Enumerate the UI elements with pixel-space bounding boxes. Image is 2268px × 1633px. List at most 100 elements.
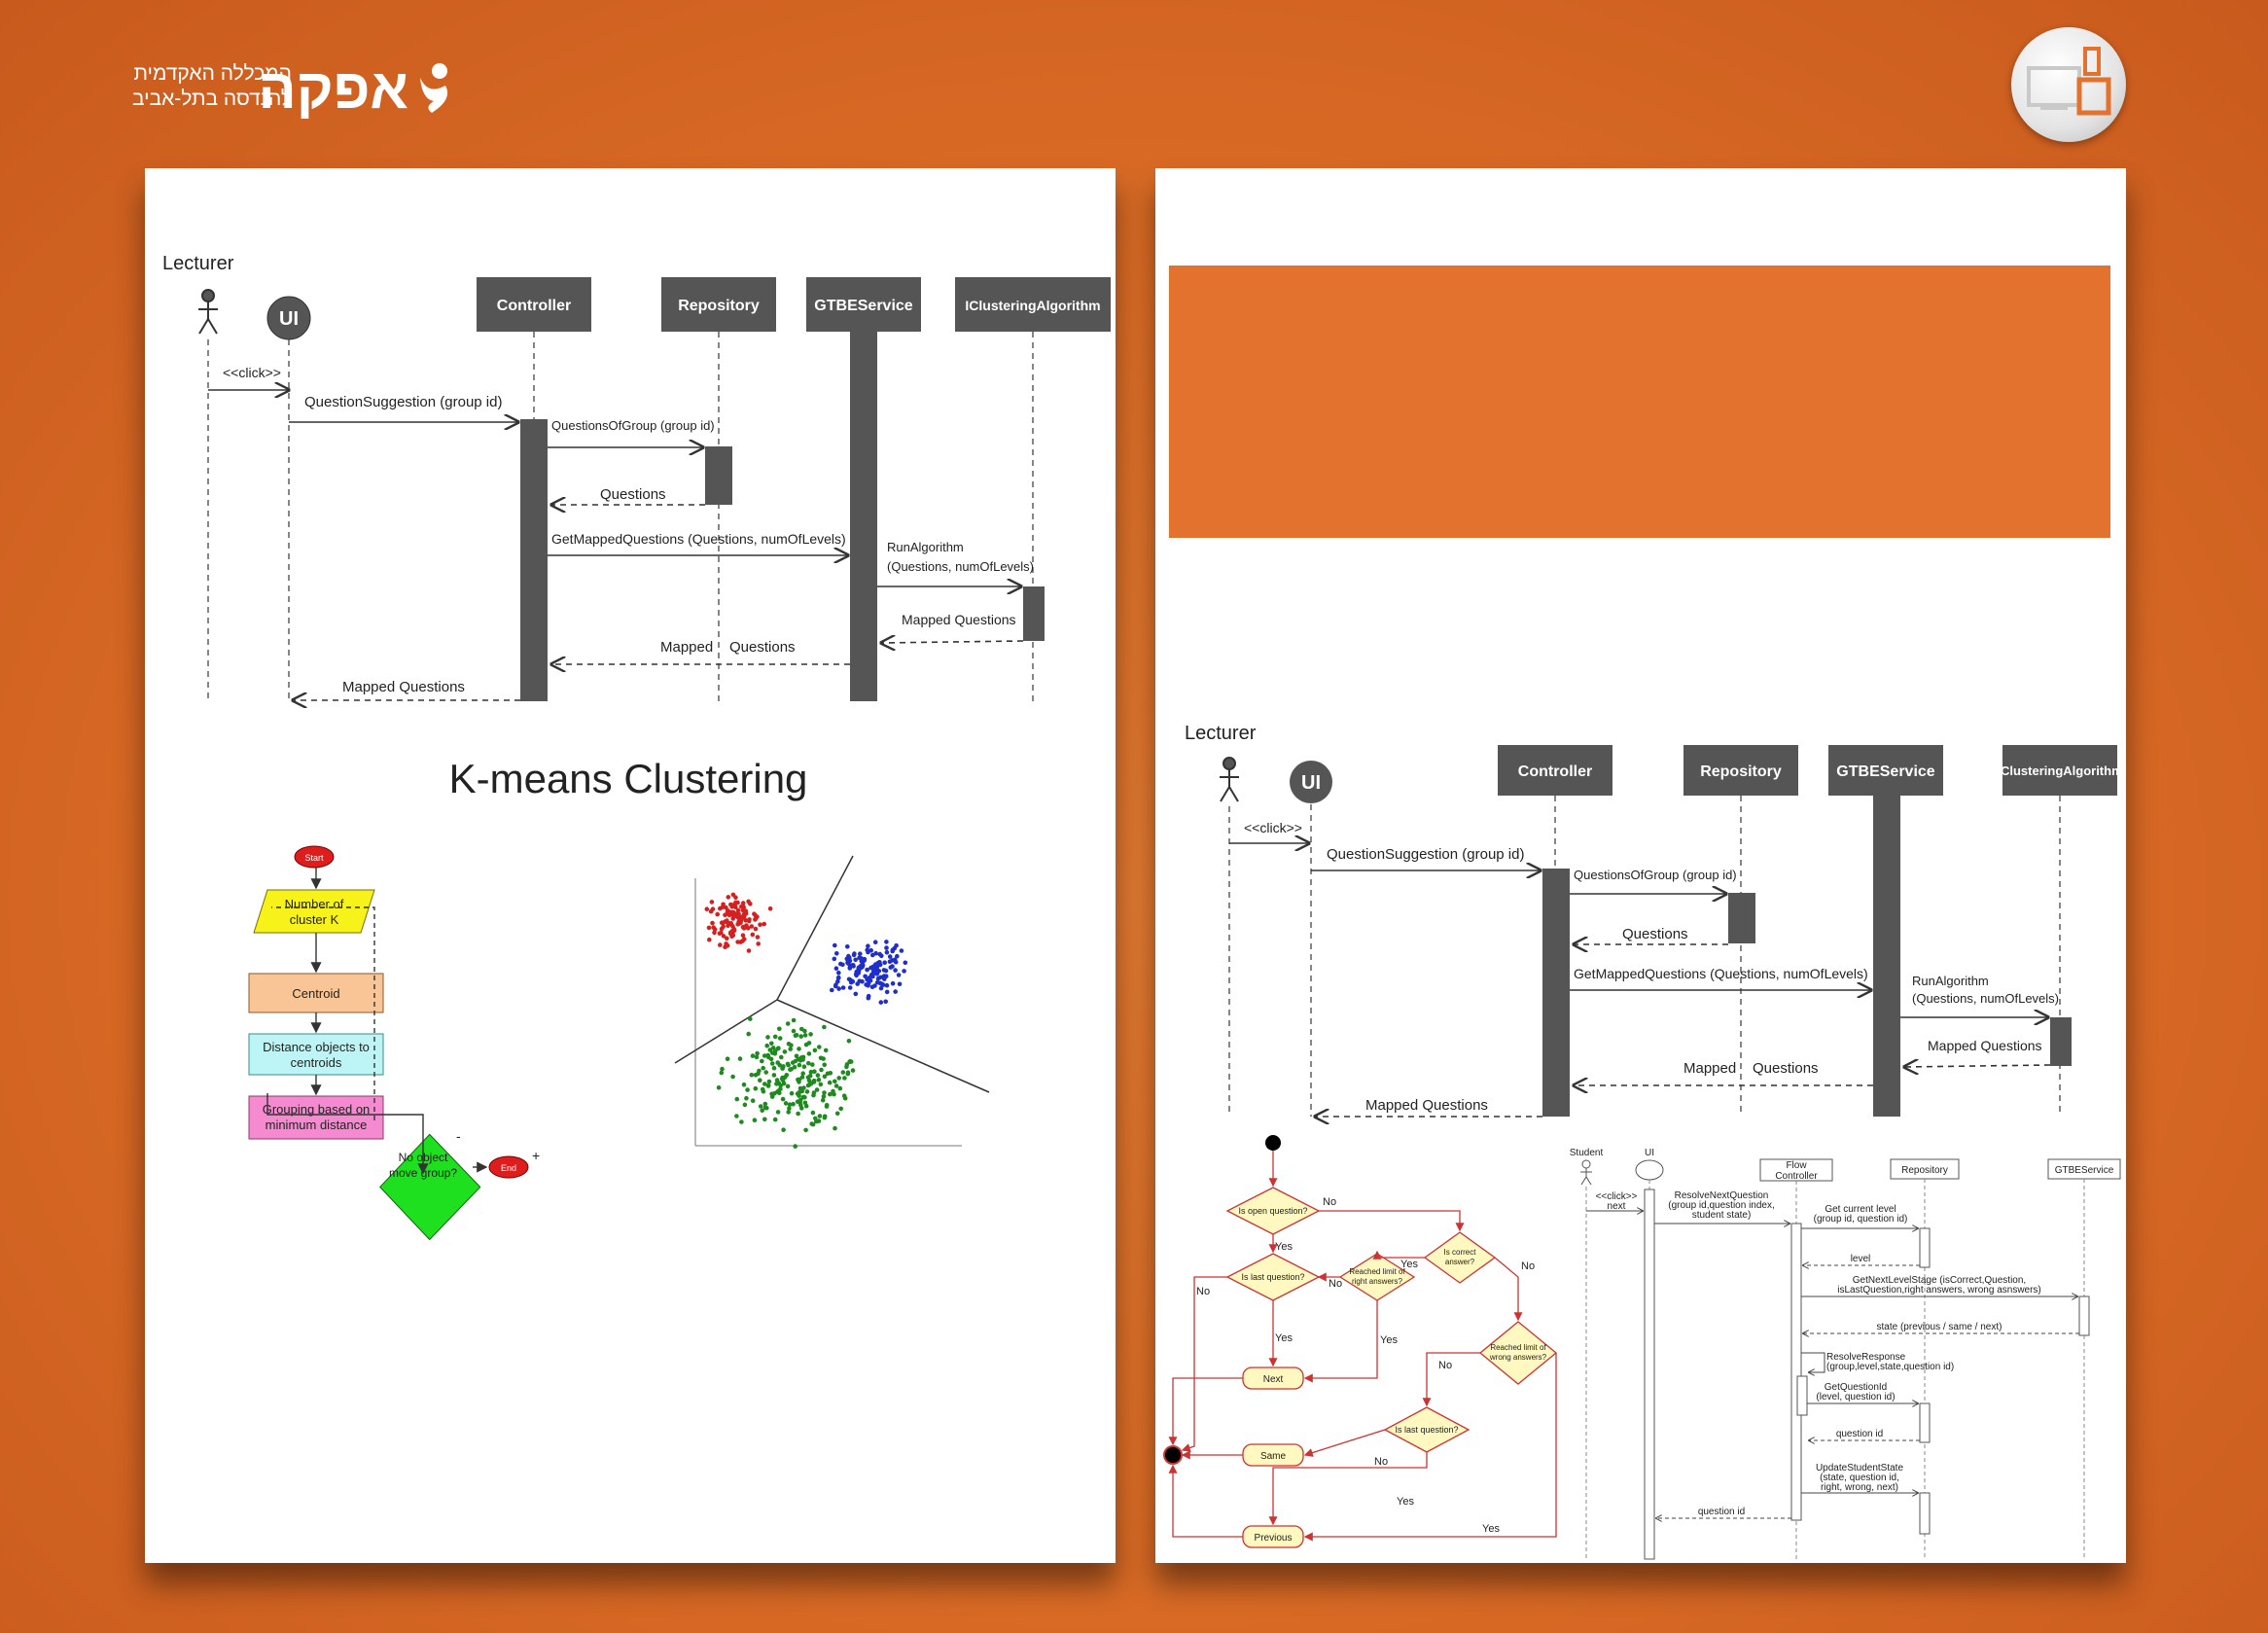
scatter-point bbox=[821, 1056, 826, 1061]
msg-question-suggestion: QuestionSuggestion (group id) bbox=[304, 394, 502, 410]
scatter-point bbox=[709, 900, 715, 905]
scatter-point bbox=[781, 1127, 786, 1132]
scatter-point bbox=[813, 1116, 818, 1121]
scatter-point bbox=[791, 1101, 796, 1107]
algorithm-label-2: IClusteringAlgorithm bbox=[1997, 763, 2122, 778]
scatter-point bbox=[712, 930, 717, 936]
sd3-m-final-ret: question id bbox=[1698, 1507, 1745, 1517]
scatter-point bbox=[745, 1087, 750, 1092]
scatter-point bbox=[791, 1028, 797, 1034]
act-no-6: No bbox=[1374, 1456, 1388, 1468]
scatter-point bbox=[719, 930, 724, 936]
msg-mapped-questions-alg-2: Mapped Questions bbox=[1928, 1038, 2042, 1053]
scatter-point bbox=[776, 1046, 781, 1050]
scatter-point bbox=[762, 1105, 768, 1111]
scatter-point bbox=[755, 935, 761, 940]
scatter-point bbox=[827, 1080, 833, 1085]
sd3-ui: UI bbox=[1645, 1148, 1654, 1158]
act-previous: Previous bbox=[1255, 1533, 1293, 1544]
scatter-point bbox=[823, 1047, 829, 1053]
scatter-point bbox=[807, 1082, 812, 1087]
flow-input-2: cluster K bbox=[290, 912, 339, 927]
scatter-point bbox=[777, 1036, 783, 1041]
scatter-point bbox=[845, 1071, 851, 1077]
service-box-2 bbox=[1828, 745, 1943, 796]
scatter-point bbox=[878, 1000, 884, 1005]
flow-end-label: End bbox=[501, 1163, 516, 1173]
flow-centroid-label: Centroid bbox=[292, 986, 339, 1001]
scatter-point bbox=[822, 1090, 827, 1095]
sd3-m-upd-1: UpdateStudentState bbox=[1816, 1463, 1904, 1473]
scatter-point bbox=[834, 951, 839, 956]
kmeans-flowchart: Start Number of cluster K Centroid Dista… bbox=[248, 845, 540, 1241]
scatter-point bbox=[774, 1082, 779, 1086]
actor-icon-2 bbox=[1220, 757, 1239, 802]
act-yes-5: Yes bbox=[1397, 1496, 1414, 1508]
scatter-point bbox=[760, 1086, 765, 1092]
scatter-point bbox=[850, 978, 856, 984]
scatter-point bbox=[757, 1068, 762, 1074]
scatter-point bbox=[730, 909, 736, 915]
scatter-point bbox=[875, 976, 881, 981]
sd3-flow-self-activation bbox=[1796, 1375, 1808, 1416]
scatter-point bbox=[762, 1082, 767, 1086]
scatter-point bbox=[783, 1101, 789, 1106]
ui-boundary-icon-2 bbox=[1290, 761, 1332, 803]
sd3-student: Student bbox=[1570, 1148, 1604, 1158]
sd3-flow-2: Controller bbox=[1775, 1171, 1818, 1182]
scatter-point bbox=[880, 982, 886, 987]
scatter-point bbox=[833, 966, 839, 971]
scatter-point bbox=[753, 1085, 759, 1091]
scatter-point bbox=[764, 1043, 769, 1048]
scatter-point bbox=[798, 1034, 803, 1039]
scatter-point bbox=[868, 965, 873, 971]
scatter-point bbox=[715, 911, 720, 917]
msg-questions-of-group-2: QuestionsOfGroup (group id) bbox=[1574, 868, 1737, 882]
controller-activation bbox=[520, 419, 548, 701]
scatter-point bbox=[840, 962, 845, 968]
sd3-m-next-1: GetNextLevelStage (isCorrect,Question, bbox=[1853, 1275, 2026, 1286]
decision-is-correct bbox=[1423, 1231, 1497, 1284]
scatter-point bbox=[853, 972, 859, 977]
service-activation bbox=[850, 332, 877, 701]
scatter-point bbox=[808, 1069, 814, 1075]
scatter-point bbox=[728, 920, 733, 926]
scatter-point bbox=[781, 1064, 786, 1069]
flow-end bbox=[488, 1155, 529, 1179]
controller-box bbox=[477, 277, 591, 332]
scatter-point bbox=[893, 959, 899, 965]
scatter-point bbox=[746, 1031, 751, 1037]
scatter-point bbox=[791, 1017, 797, 1023]
scatter-point bbox=[887, 954, 893, 959]
scatter-point bbox=[884, 982, 890, 988]
act-no-1: No bbox=[1323, 1196, 1336, 1208]
scatter-point bbox=[724, 905, 728, 910]
sd3-service-activation bbox=[2078, 1296, 2090, 1336]
scatter-point bbox=[733, 895, 738, 900]
scatter-point bbox=[740, 924, 746, 930]
msg-run-algorithm-r1: RunAlgorithm bbox=[1912, 974, 1989, 988]
sd3-m-resolve-3: student state) bbox=[1692, 1210, 1752, 1221]
scatter-point bbox=[762, 1101, 768, 1107]
activity-end bbox=[1163, 1445, 1183, 1465]
scatter-point bbox=[740, 933, 746, 938]
scatter-point bbox=[840, 985, 846, 990]
scatter-point bbox=[780, 1078, 786, 1083]
scatter-point bbox=[866, 943, 870, 948]
sd3-service: GTBEService bbox=[2055, 1165, 2114, 1176]
scatter-point bbox=[749, 1072, 755, 1078]
brand-logo: המכללה האקדמית להנדסה בתל-אביב אפקה bbox=[132, 56, 467, 124]
scatter-point bbox=[862, 958, 867, 963]
scatter-point bbox=[903, 960, 908, 966]
scatter-point bbox=[864, 982, 868, 987]
scatter-point bbox=[777, 1026, 782, 1032]
scatter-point bbox=[734, 1114, 739, 1118]
scatter-point bbox=[808, 1032, 813, 1037]
devices-icon[interactable] bbox=[2011, 27, 2126, 142]
scatter-point bbox=[724, 919, 729, 925]
scatter-point bbox=[833, 1083, 839, 1088]
scatter-point bbox=[804, 1089, 810, 1094]
scatter-point bbox=[803, 1127, 808, 1133]
scatter-point bbox=[770, 1046, 776, 1050]
scatter-point bbox=[868, 947, 873, 953]
